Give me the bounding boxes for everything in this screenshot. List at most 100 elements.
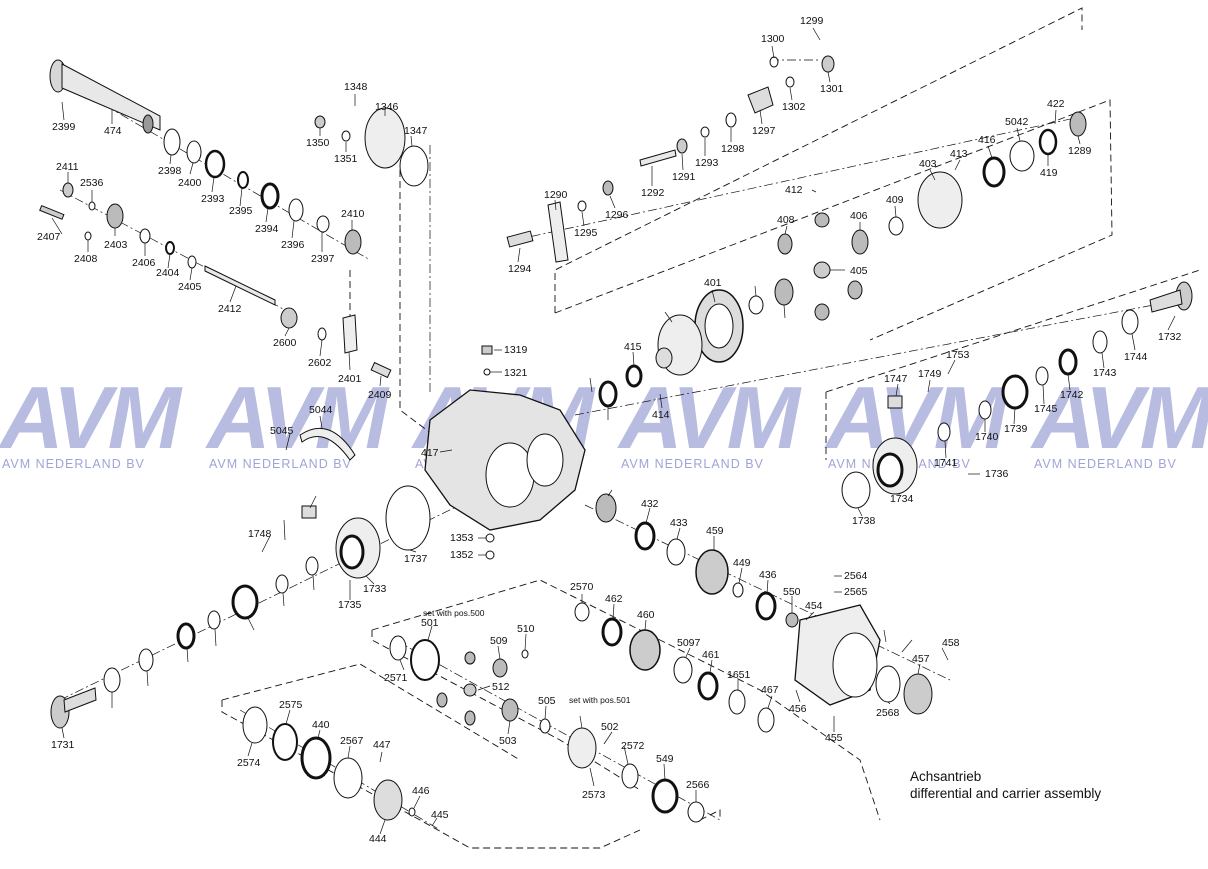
part-label: 409 bbox=[886, 194, 904, 206]
ring-1740 bbox=[275, 574, 289, 594]
part-label: 2395 bbox=[229, 205, 253, 217]
part-2600 bbox=[280, 307, 298, 329]
ring-5042 bbox=[1009, 140, 1035, 172]
ring-462 bbox=[601, 617, 623, 647]
gear-509 bbox=[492, 658, 508, 678]
part-label: 454 bbox=[805, 600, 823, 612]
part-label: 1319 bbox=[504, 344, 528, 356]
part-label: 1740 bbox=[975, 431, 999, 443]
housing-1734-bore bbox=[876, 452, 904, 488]
part-label: 1651 bbox=[727, 669, 751, 681]
ring-2398 bbox=[163, 128, 181, 156]
gear-509-left bbox=[436, 692, 448, 708]
ring-1302 bbox=[785, 76, 795, 88]
ring-2400 bbox=[186, 140, 202, 164]
ring-1298 bbox=[725, 112, 737, 128]
part-label: 1353 bbox=[450, 532, 474, 544]
part-label: 1749 bbox=[918, 368, 942, 380]
ring-2572 bbox=[621, 763, 639, 789]
ring-gear-401-bore bbox=[704, 303, 734, 349]
part-label: 2400 bbox=[178, 177, 202, 189]
part-label: 1351 bbox=[334, 153, 358, 165]
part-label: 1748 bbox=[248, 528, 272, 540]
part-label: 1348 bbox=[344, 81, 368, 93]
part-label: 549 bbox=[656, 753, 674, 765]
ring-1744-right bbox=[1121, 309, 1139, 335]
cross-405 bbox=[813, 261, 831, 279]
fork-1290 bbox=[547, 201, 569, 263]
part-510 bbox=[521, 649, 529, 659]
part-label: 2570 bbox=[570, 581, 594, 593]
disc-440 bbox=[300, 736, 332, 780]
part-label: 1731 bbox=[51, 739, 75, 751]
plug-1319 bbox=[481, 345, 493, 355]
shaft-1292 bbox=[639, 149, 677, 167]
watermark-company: AVM NEDERLAND BV bbox=[1034, 457, 1177, 471]
bracket-1747 bbox=[301, 505, 317, 519]
oring-1738 bbox=[841, 471, 871, 509]
part-2403 bbox=[106, 203, 124, 229]
ring-1745-right bbox=[1035, 366, 1049, 386]
ring-1351 bbox=[341, 130, 351, 142]
part-label: 2567 bbox=[340, 735, 364, 747]
part-label: 2575 bbox=[279, 699, 303, 711]
part-1350 bbox=[314, 115, 326, 129]
part-label: 1291 bbox=[672, 171, 696, 183]
flange-1732-neck bbox=[1149, 289, 1183, 313]
part-label: 458 bbox=[942, 637, 960, 649]
part-label: 444 bbox=[369, 833, 387, 845]
part-label: 502 bbox=[601, 721, 619, 733]
part-label: 1292 bbox=[641, 187, 665, 199]
pinion-401 bbox=[595, 493, 617, 523]
part-label: 440 bbox=[312, 719, 330, 731]
group-outlines bbox=[221, 7, 1201, 849]
part-label: 403 bbox=[919, 158, 937, 170]
ring-5097 bbox=[673, 656, 693, 684]
diagram-caption: Achsantrieb differential and carrier ass… bbox=[910, 768, 1101, 802]
hub-444 bbox=[373, 779, 403, 821]
watermark-company: AVM NEDERLAND BV bbox=[2, 457, 145, 471]
part-label: 2600 bbox=[273, 337, 297, 349]
part-label: 2411 bbox=[56, 161, 79, 173]
ring-1321 bbox=[483, 368, 491, 376]
ring-449 bbox=[732, 582, 744, 598]
nut-550 bbox=[785, 612, 799, 628]
housing-1733-bore bbox=[339, 534, 365, 570]
oring-2568 bbox=[875, 665, 901, 703]
part-label: 460 bbox=[637, 609, 655, 621]
part-label: 1347 bbox=[404, 125, 428, 137]
disc-2574 bbox=[242, 706, 268, 744]
housing-417 bbox=[424, 345, 586, 531]
part-label: 1302 bbox=[782, 101, 806, 113]
ring-419-top bbox=[1038, 128, 1058, 156]
parts bbox=[39, 55, 1193, 823]
part-label: 2412 bbox=[218, 303, 242, 315]
part-label: 1299 bbox=[800, 15, 824, 27]
cover-1346 bbox=[364, 107, 406, 169]
ring-446 bbox=[408, 807, 416, 817]
set-note-500: set with pos.500 bbox=[423, 608, 485, 618]
part-2408 bbox=[84, 231, 92, 241]
gear-1296 bbox=[602, 180, 614, 196]
seal-1742 bbox=[176, 622, 196, 650]
fork-2401 bbox=[342, 314, 358, 354]
watermark-company: AVM NEDERLAND BV bbox=[209, 457, 352, 471]
part-label: 1737 bbox=[404, 553, 428, 565]
ring-2395 bbox=[237, 171, 249, 189]
part-label: 2568 bbox=[876, 707, 900, 719]
cover-457 bbox=[903, 673, 933, 715]
part-label: 1753 bbox=[946, 349, 970, 361]
part-label: 405 bbox=[850, 265, 868, 277]
part-label: 415 bbox=[624, 341, 642, 353]
part-label: 2401 bbox=[338, 373, 362, 385]
part-label: 2404 bbox=[156, 267, 180, 279]
part-label: 1294 bbox=[508, 263, 532, 275]
part-label: 1346 bbox=[375, 101, 399, 113]
plug-1352 bbox=[485, 550, 495, 560]
part-label: 1738 bbox=[852, 515, 876, 527]
gear-406-top bbox=[851, 229, 869, 255]
seal-1742-right bbox=[1058, 348, 1078, 376]
drive-shaft-474 bbox=[49, 59, 161, 134]
ring-2404 bbox=[165, 241, 175, 255]
